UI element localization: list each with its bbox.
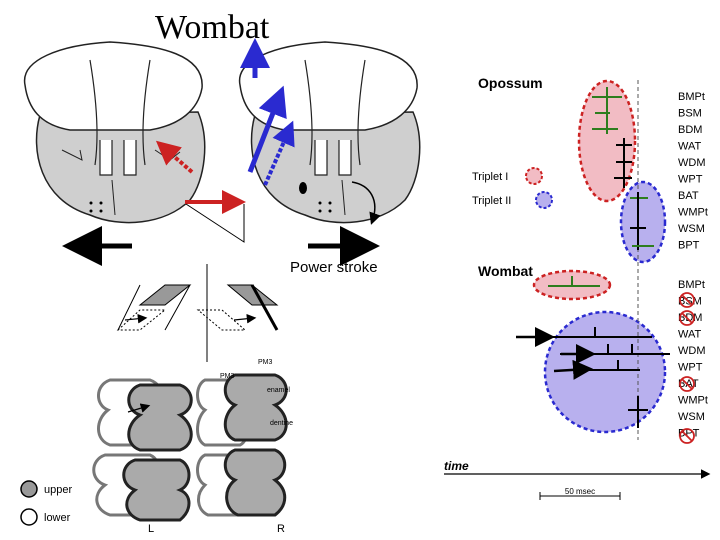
figure-title: Wombat — [155, 9, 270, 46]
pm3-right-label: PM3 — [258, 359, 273, 366]
muscle-label: BSM — [678, 108, 702, 120]
muscle-label: WAT — [678, 329, 701, 341]
triplet1-label: Triplet I — [472, 171, 508, 183]
pm3-left-label: PM3 — [220, 373, 235, 380]
dentine-label: dentine — [270, 420, 293, 427]
muscle-label: WDM — [678, 157, 706, 169]
wombat-heading: Wombat — [478, 263, 533, 279]
legend-lower-label: lower — [44, 512, 71, 524]
muscle-label: WPT — [678, 174, 703, 186]
opossum-triplet1-ellipse — [577, 79, 637, 203]
wombat-triplet2-ellipse — [543, 310, 667, 434]
muscle-label: WMPt — [678, 207, 708, 219]
skull-left — [23, 41, 206, 224]
legend-upper-label: upper — [44, 484, 72, 496]
muscle-label: BMPt — [678, 279, 705, 291]
blue-long-arrow — [247, 85, 287, 173]
occlusion-diagram-right — [196, 284, 279, 331]
muscle-label: BPT — [678, 240, 700, 252]
triplet2-swatch — [535, 191, 553, 209]
blue-dashed-arrow — [263, 120, 295, 186]
muscle-label: BMPt — [678, 91, 705, 103]
muscle-label: WDM — [678, 345, 706, 357]
muscle-label: WSM — [678, 411, 705, 423]
right-side-label: R — [277, 523, 285, 535]
teeth-left — [92, 378, 193, 522]
muscle-label: WAT — [678, 141, 701, 153]
opossum-heading: Opossum — [478, 75, 543, 91]
opossum-marks — [592, 87, 654, 250]
legend-lower-swatch — [20, 508, 38, 526]
muscle-label: BAT — [678, 190, 699, 202]
red-dashed-arrow — [155, 140, 194, 174]
muscle-label: WMPt — [678, 395, 708, 407]
triplet-legend: Triplet I Triplet II — [472, 167, 553, 209]
time-axis-label: time — [444, 459, 469, 473]
enamel-label: enamel — [267, 387, 290, 394]
teeth-right — [196, 373, 288, 517]
opossum-triplet2-ellipse — [619, 180, 667, 264]
triplet1-swatch — [525, 167, 543, 185]
muscle-label: BSM — [678, 296, 702, 308]
legend: upper lower — [20, 480, 72, 526]
muscle-label: BDM — [678, 124, 702, 136]
power-stroke-label: Power stroke — [290, 259, 378, 276]
wombat-arrow-3 — [553, 359, 593, 380]
occlusion-diagram-left — [116, 284, 192, 331]
legend-upper-swatch — [20, 480, 38, 498]
absent-muscle-marks — [679, 292, 695, 444]
angle-triangle — [185, 203, 245, 243]
scale-bar-label: 50 msec — [565, 487, 595, 496]
muscle-label: WSM — [678, 223, 705, 235]
triplet2-label: Triplet II — [472, 195, 511, 207]
curved-rotation-arrow — [351, 181, 381, 225]
left-side-label: L — [148, 523, 154, 535]
muscle-label: WPT — [678, 362, 703, 374]
